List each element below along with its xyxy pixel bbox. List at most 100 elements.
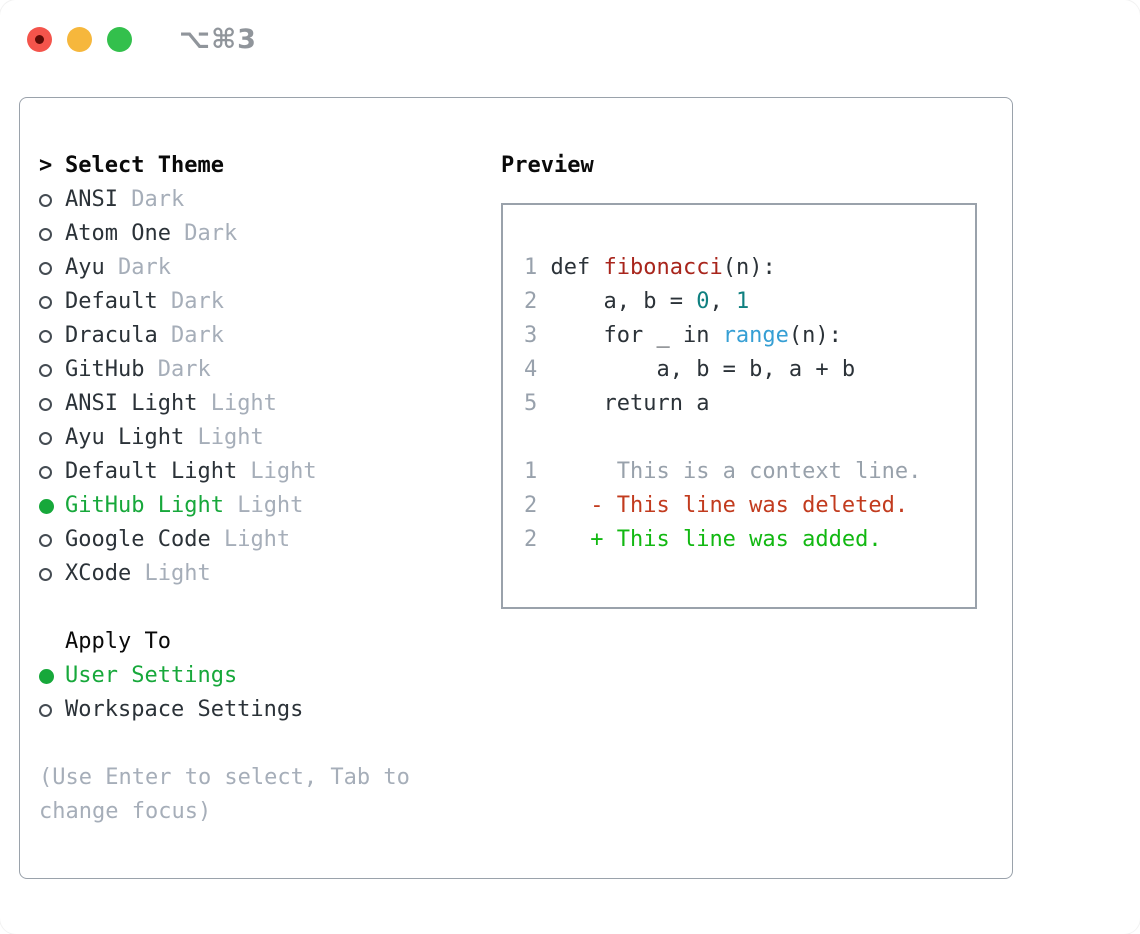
apply-to-title: Apply To bbox=[65, 629, 171, 654]
theme-variant: Dark bbox=[157, 289, 224, 314]
radio-icon bbox=[39, 295, 52, 309]
radio-col bbox=[39, 295, 65, 309]
close-button[interactable] bbox=[27, 27, 52, 52]
theme-name: ANSI Light bbox=[65, 391, 198, 416]
radio-icon bbox=[39, 465, 52, 479]
preview-code-line: 4 a, b = b, a + b bbox=[524, 353, 975, 387]
theme-option-xcode[interactable]: XCode Light bbox=[39, 557, 479, 591]
theme-option-github-light[interactable]: GitHub Light Light bbox=[39, 489, 479, 523]
radio-icon bbox=[39, 261, 52, 275]
diff-text-ctx: This is a context line. bbox=[590, 459, 922, 484]
radio-col bbox=[39, 465, 65, 479]
preview-diff-line-del: 2 - This line was deleted. bbox=[524, 489, 975, 523]
line-number: 2 bbox=[524, 493, 591, 518]
theme-name: GitHub Light bbox=[65, 493, 224, 518]
theme-variant: Light bbox=[197, 391, 277, 416]
preview-diff-line-ctx: 1 This is a context line. bbox=[524, 455, 975, 489]
window-title: ⌥⌘3 bbox=[179, 24, 257, 55]
code-token-num: 0 bbox=[696, 289, 710, 314]
radio-col bbox=[39, 431, 65, 445]
theme-option-dracula[interactable]: Dracula Dark bbox=[39, 319, 479, 353]
apply-to-header: Apply To bbox=[39, 625, 479, 659]
theme-name: XCode bbox=[65, 561, 132, 586]
theme-variant: Light bbox=[131, 561, 211, 586]
radio-col bbox=[39, 193, 65, 207]
theme-variant: Dark bbox=[144, 357, 211, 382]
theme-name: Dracula bbox=[65, 323, 158, 348]
code-token-plain: , bbox=[709, 289, 736, 314]
select-theme-title: Select Theme bbox=[65, 153, 224, 178]
theme-name: Default bbox=[65, 289, 158, 314]
radio-icon bbox=[39, 567, 52, 581]
line-number: 1 bbox=[524, 459, 591, 484]
line-number: 5 bbox=[524, 391, 551, 416]
apply-option-label: Workspace Settings bbox=[65, 697, 304, 722]
radio-icon bbox=[39, 703, 52, 717]
minimize-button[interactable] bbox=[67, 27, 92, 52]
theme-variant: Dark bbox=[104, 255, 171, 280]
line-number: 4 bbox=[524, 357, 551, 382]
radio-icon bbox=[39, 227, 52, 241]
code-token-plain: return a bbox=[550, 391, 710, 416]
radio-col bbox=[39, 227, 65, 241]
theme-option-google-code[interactable]: Google Code Light bbox=[39, 523, 479, 557]
code-token-func: fibonacci bbox=[603, 255, 723, 280]
code-token-plain: for _ in bbox=[550, 323, 723, 348]
theme-option-ansi[interactable]: ANSI Dark bbox=[39, 183, 479, 217]
spacer bbox=[39, 591, 479, 625]
theme-variant: Light bbox=[210, 527, 291, 552]
code-token-plain: a, b = b, a + b bbox=[550, 357, 856, 382]
theme-name: Google Code bbox=[65, 527, 211, 552]
code-token-plain: (n): bbox=[788, 323, 842, 348]
theme-name: Default Light bbox=[65, 459, 238, 484]
radio-icon bbox=[39, 193, 52, 207]
theme-name: Ayu Light bbox=[65, 425, 185, 450]
theme-option-github[interactable]: GitHub Dark bbox=[39, 353, 479, 387]
theme-variant: Dark bbox=[117, 187, 185, 212]
keyboard-hint: (Use Enter to select, Tab to change focu… bbox=[39, 765, 410, 824]
preview-code-line: 5 return a bbox=[524, 387, 975, 421]
radio-col bbox=[39, 668, 65, 684]
diff-text-add: + This line was added. bbox=[590, 527, 882, 552]
select-theme-header: > Select Theme bbox=[39, 149, 479, 183]
theme-option-atom-one[interactable]: Atom One Dark bbox=[39, 217, 479, 251]
radio-col bbox=[39, 533, 65, 547]
theme-variant: Dark bbox=[170, 221, 238, 246]
line-number: 1 bbox=[524, 255, 551, 280]
radio-icon bbox=[39, 397, 52, 411]
preview-title: Preview bbox=[501, 153, 594, 178]
line-number: 2 bbox=[524, 527, 591, 552]
diff-text-del: - This line was deleted. bbox=[590, 493, 909, 518]
theme-variant: Light bbox=[223, 493, 304, 518]
apply-option-workspace-settings[interactable]: Workspace Settings bbox=[39, 693, 479, 727]
theme-option-default[interactable]: Default Dark bbox=[39, 285, 479, 319]
code-token-plain: def bbox=[550, 255, 604, 280]
radio-col bbox=[39, 498, 65, 514]
zoom-button[interactable] bbox=[107, 27, 132, 52]
preview-blank-line bbox=[524, 421, 975, 455]
radio-selected-icon bbox=[39, 498, 54, 514]
cursor-marker: > bbox=[39, 153, 53, 178]
theme-option-ayu[interactable]: Ayu Dark bbox=[39, 251, 479, 285]
radio-col bbox=[39, 567, 65, 581]
theme-option-default-light[interactable]: Default Light Light bbox=[39, 455, 479, 489]
code-token-plain: a, b = bbox=[550, 289, 697, 314]
radio-col bbox=[39, 703, 65, 717]
code-token-plain: (n): bbox=[722, 255, 776, 280]
radio-col bbox=[39, 397, 65, 411]
apply-option-label: User Settings bbox=[65, 663, 238, 688]
radio-icon bbox=[39, 533, 52, 547]
preview-column: Preview 1 def fibonacci(n):2 a, b = 0, 1… bbox=[501, 149, 977, 609]
radio-icon bbox=[39, 431, 52, 445]
theme-option-ansi-light[interactable]: ANSI Light Light bbox=[39, 387, 479, 421]
theme-option-ayu-light[interactable]: Ayu Light Light bbox=[39, 421, 479, 455]
radio-col bbox=[39, 261, 65, 275]
apply-option-user-settings[interactable]: User Settings bbox=[39, 659, 479, 693]
radio-col bbox=[39, 363, 65, 377]
titlebar: ⌥⌘3 bbox=[27, 24, 257, 55]
theme-name: GitHub bbox=[65, 357, 145, 382]
